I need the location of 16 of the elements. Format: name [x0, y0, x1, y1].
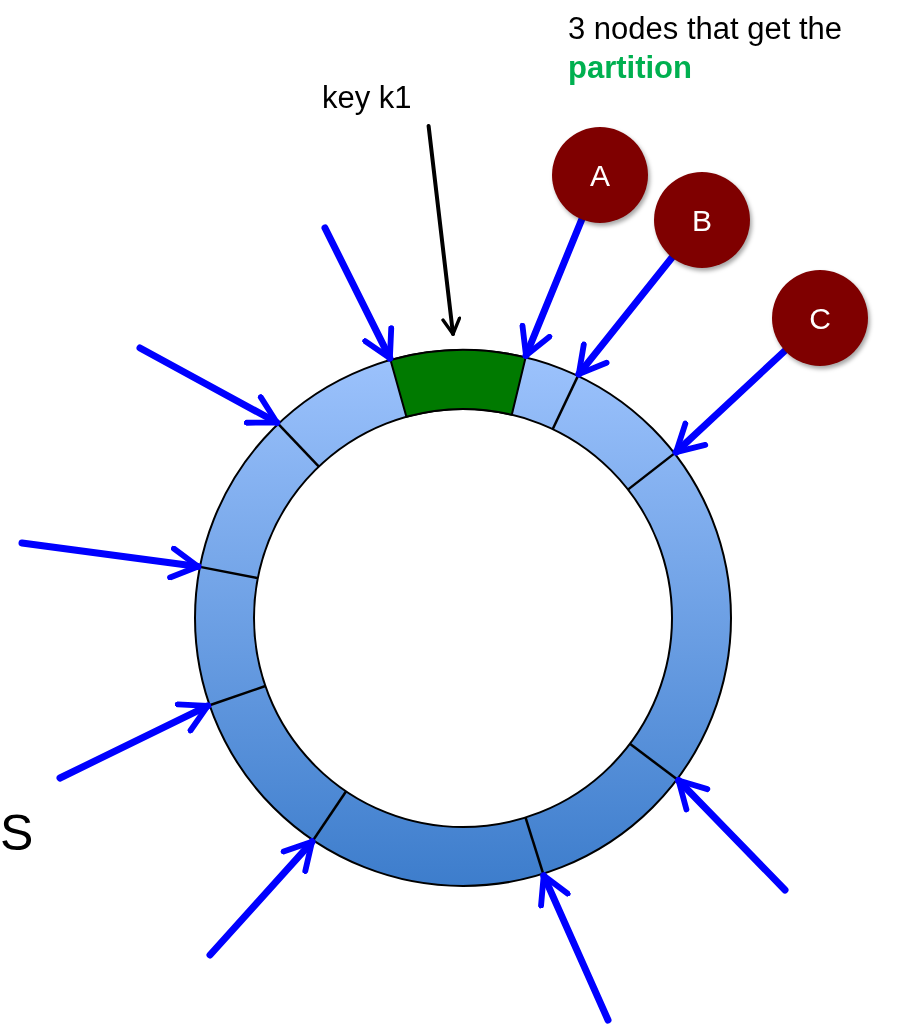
arrow — [519, 215, 586, 359]
arrow — [426, 124, 462, 336]
arrow — [56, 701, 212, 782]
arrow — [321, 224, 395, 362]
cut-off-text: S — [0, 808, 34, 858]
ring-segment — [389, 349, 527, 418]
hash-ring — [193, 348, 733, 888]
arrow — [136, 344, 281, 426]
arrow — [672, 347, 789, 456]
key-label: key k1 — [322, 82, 412, 113]
arrow — [206, 838, 316, 959]
arrow — [538, 872, 612, 1024]
arrow — [18, 539, 202, 581]
arrow — [675, 777, 789, 894]
arrow — [575, 254, 676, 378]
note-text: 3 nodes that get the partition — [568, 10, 844, 87]
